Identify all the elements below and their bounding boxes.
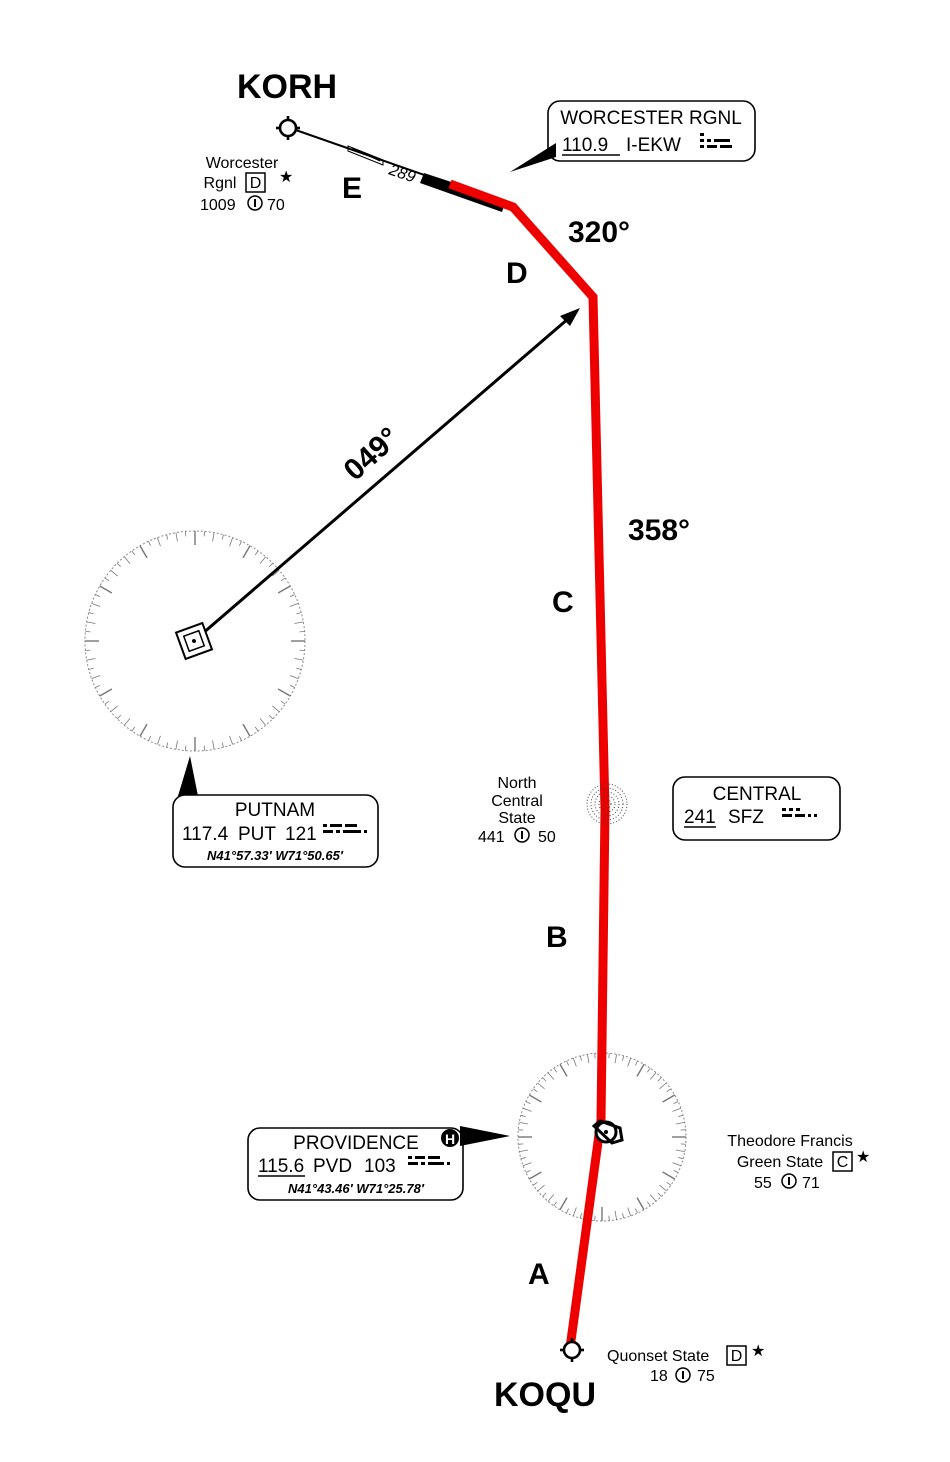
lighting-icon	[514, 827, 530, 843]
navaid-frequency: 110.9	[562, 135, 608, 156]
vor-icon	[174, 621, 214, 661]
leg-label-e: E	[342, 172, 362, 205]
navaid-frequency: 241	[684, 807, 716, 828]
navaid-frequency: 117.4	[182, 824, 229, 845]
class-badge-icon	[441, 1129, 459, 1147]
waypoint-korh: KORH	[237, 68, 337, 106]
flight-route	[448, 179, 610, 1349]
heading-radial: 049°	[338, 421, 406, 487]
airport-name: North	[497, 775, 536, 792]
class-badge: H	[445, 1131, 455, 1147]
navaid-ident: I-EKW	[626, 135, 681, 156]
airspace-class: D	[250, 175, 262, 192]
airport-elevation: 18	[650, 1368, 668, 1385]
approach-course-label: 289	[386, 161, 418, 186]
navaid-name: WORCESTER RGNL	[560, 108, 742, 129]
airport-name: Theodore Francis	[727, 1133, 852, 1150]
star-icon: ★	[279, 169, 293, 186]
navaid-name: CENTRAL	[713, 784, 802, 805]
leg-label-d: D	[506, 257, 528, 290]
quonset-airport-info: Quonset State D ★ 18 75	[607, 1343, 765, 1385]
putnam-navaid-box: PUTNAM 117.4 PUT 121 N41°57.33′ W71°50.6…	[172, 756, 379, 868]
runway-length: 50	[538, 829, 556, 846]
worcester-airport-info: Worcester Rgnl D ★ 1009 70	[200, 155, 293, 214]
ndb-icon	[586, 783, 628, 825]
airport-elevation: 1009	[200, 197, 236, 214]
waypoint-koqu: KOQU	[494, 1376, 596, 1414]
morse-icon	[782, 808, 817, 817]
arrowhead-icon	[560, 308, 580, 326]
morse-icon	[700, 133, 732, 148]
north-central-airport-info: North Central State 441 50	[478, 775, 556, 846]
leg-label-c: C	[552, 586, 574, 619]
airspace-class-box	[245, 172, 266, 193]
star-icon: ★	[751, 1343, 765, 1360]
lighting-icon	[675, 1367, 691, 1383]
navaid-channel: 103	[364, 1156, 396, 1177]
navaid-ident: PUT	[238, 824, 276, 845]
airspace-class-box	[832, 1151, 853, 1172]
navaid-ident: SFZ	[728, 807, 764, 828]
central-navaid-box: CENTRAL 241 SFZ	[672, 776, 841, 841]
heading-leg-c: 358°	[628, 514, 690, 547]
airport-elevation: 55	[754, 1175, 772, 1192]
navaid-name: PROVIDENCE	[293, 1133, 419, 1154]
navaid-coordinates: N41°43.46′ W71°25.78′	[288, 1181, 425, 1196]
leg-label-a: A	[528, 1258, 550, 1291]
korh-airport-icon	[276, 116, 300, 140]
putnam-compass-rose	[84, 530, 306, 752]
runway-length: 70	[267, 197, 285, 214]
airport-name-2: Rgnl	[204, 175, 237, 192]
airport-name-2: Green State	[737, 1154, 823, 1171]
airport-name: Worcester	[206, 155, 279, 172]
airport-name-2: Central	[491, 793, 543, 810]
navaid-channel: 121	[285, 824, 317, 845]
airport-name: Quonset State	[607, 1348, 709, 1365]
airspace-class: D	[731, 1348, 743, 1365]
leg-label-b: B	[546, 921, 568, 954]
airspace-class-box	[726, 1345, 747, 1366]
airport-name-3: State	[498, 810, 535, 827]
runway-length: 71	[802, 1175, 820, 1192]
worcester-localizer-box: WORCESTER RGNL 110.9 I-EKW	[510, 100, 756, 172]
star-icon: ★	[856, 1149, 870, 1166]
lighting-icon	[781, 1173, 797, 1189]
airport-elevation: 441	[478, 829, 505, 846]
lighting-icon	[247, 195, 263, 211]
airspace-class: C	[837, 1154, 849, 1171]
koqu-airport-icon	[560, 1338, 584, 1362]
navaid-ident: PVD	[313, 1156, 352, 1177]
vortac-icon	[591, 1119, 624, 1145]
tf-green-airport-info: Theodore Francis Green State C ★ 55 71	[727, 1133, 870, 1192]
heading-leg-d: 320°	[568, 216, 630, 249]
providence-navaid-box: PROVIDENCE H 115.6 PVD 103 N41°43.46′ W7…	[247, 1126, 510, 1201]
putnam-radial	[194, 308, 580, 642]
localizer-course: 289	[289, 127, 511, 212]
navaid-coordinates: N41°57.33′ W71°50.65′	[207, 848, 344, 863]
navaid-name: PUTNAM	[235, 800, 315, 821]
morse-icon	[408, 1156, 450, 1165]
runway-length: 75	[697, 1368, 715, 1385]
navaid-frequency: 115.6	[258, 1156, 304, 1177]
morse-icon	[323, 824, 367, 833]
